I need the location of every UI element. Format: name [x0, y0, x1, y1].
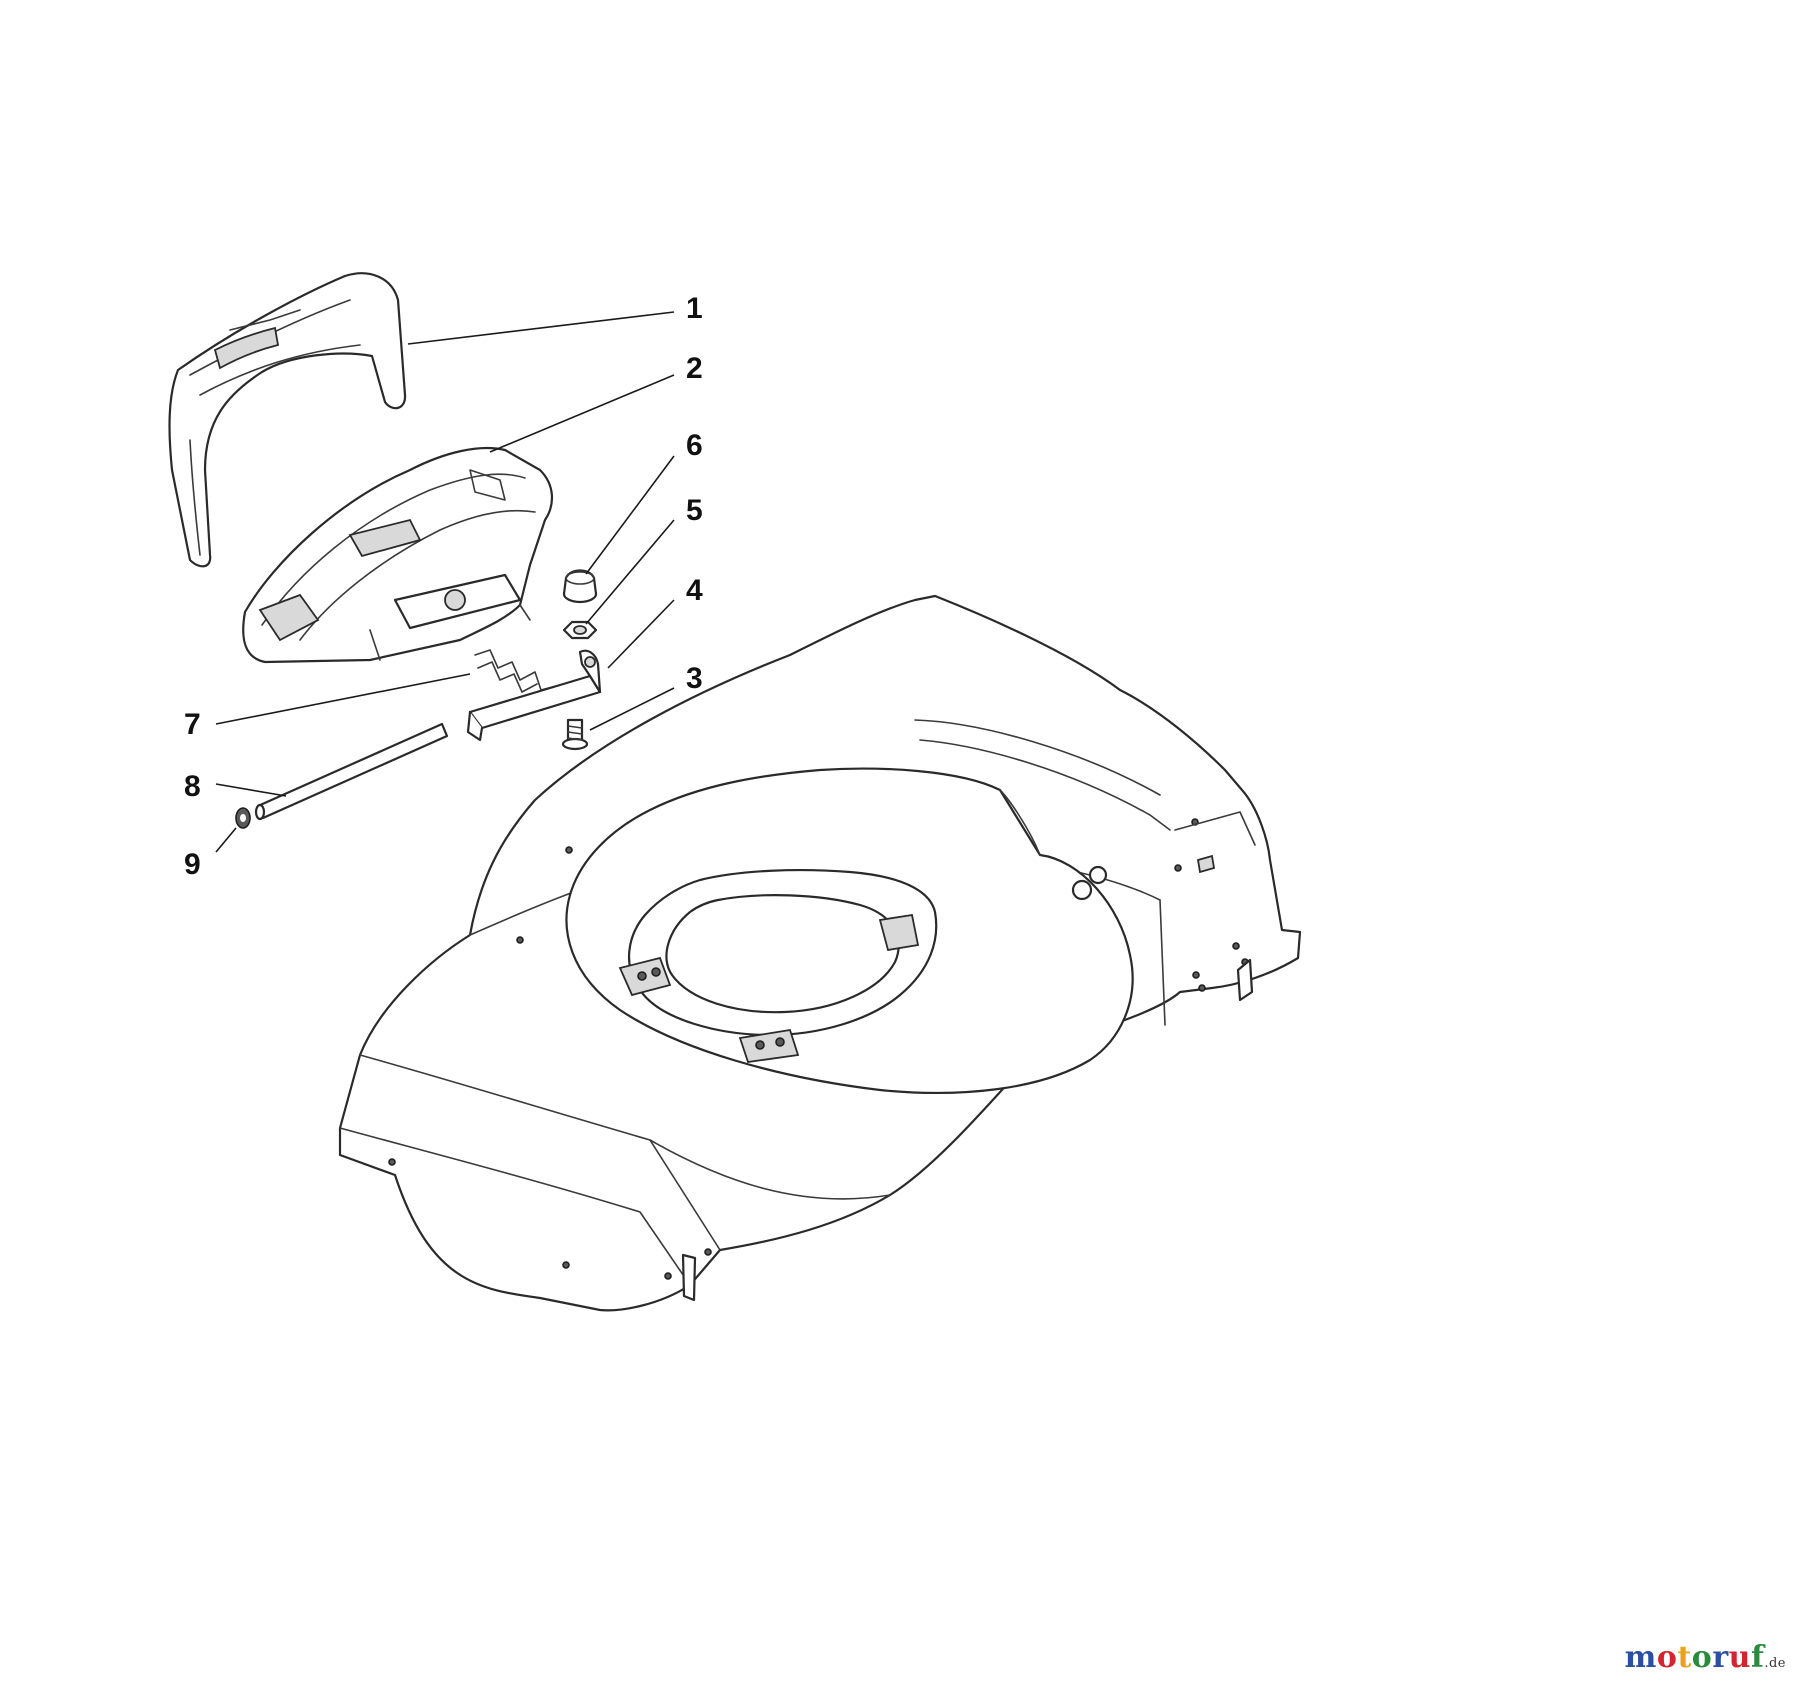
washer[interactable] [235, 807, 251, 829]
cap-nut[interactable] [562, 569, 598, 604]
watermark-letter: o [1691, 1640, 1713, 1675]
watermark-letters: motoruf [1625, 1640, 1765, 1675]
rear-deflector-cover[interactable] [168, 272, 407, 568]
hinge-bracket[interactable] [466, 649, 602, 742]
callout-8: 8 [184, 770, 201, 803]
callout-3: 3 [686, 662, 703, 695]
callout-9: 9 [184, 848, 201, 881]
callout-5: 5 [686, 494, 703, 527]
callout-2: 2 [686, 352, 703, 385]
watermark-letter: f [1750, 1640, 1765, 1675]
watermark-letter: m [1624, 1640, 1657, 1675]
watermark-letter: r [1712, 1640, 1729, 1675]
leader-lines [215, 311, 675, 853]
callout-4: 4 [686, 574, 703, 607]
watermark-letter: t [1677, 1640, 1692, 1675]
watermark-letter: u [1728, 1640, 1751, 1675]
callout-labels: 1 2 6 5 4 3 7 8 9 [184, 292, 703, 881]
watermark-logo: motoruf.de [1625, 1640, 1786, 1675]
callout-7: 7 [184, 708, 201, 741]
callout-6: 6 [686, 429, 703, 462]
screw[interactable] [561, 718, 589, 751]
watermark-suffix: .de [1764, 1656, 1786, 1671]
rear-flap-housing[interactable] [242, 446, 553, 664]
callout-1: 1 [686, 292, 703, 325]
mower-deck[interactable] [338, 594, 1302, 1312]
hinge-rod[interactable] [254, 722, 449, 821]
torsion-spring[interactable] [474, 649, 561, 693]
watermark-letter: o [1656, 1640, 1678, 1675]
hex-nut[interactable] [562, 620, 598, 640]
